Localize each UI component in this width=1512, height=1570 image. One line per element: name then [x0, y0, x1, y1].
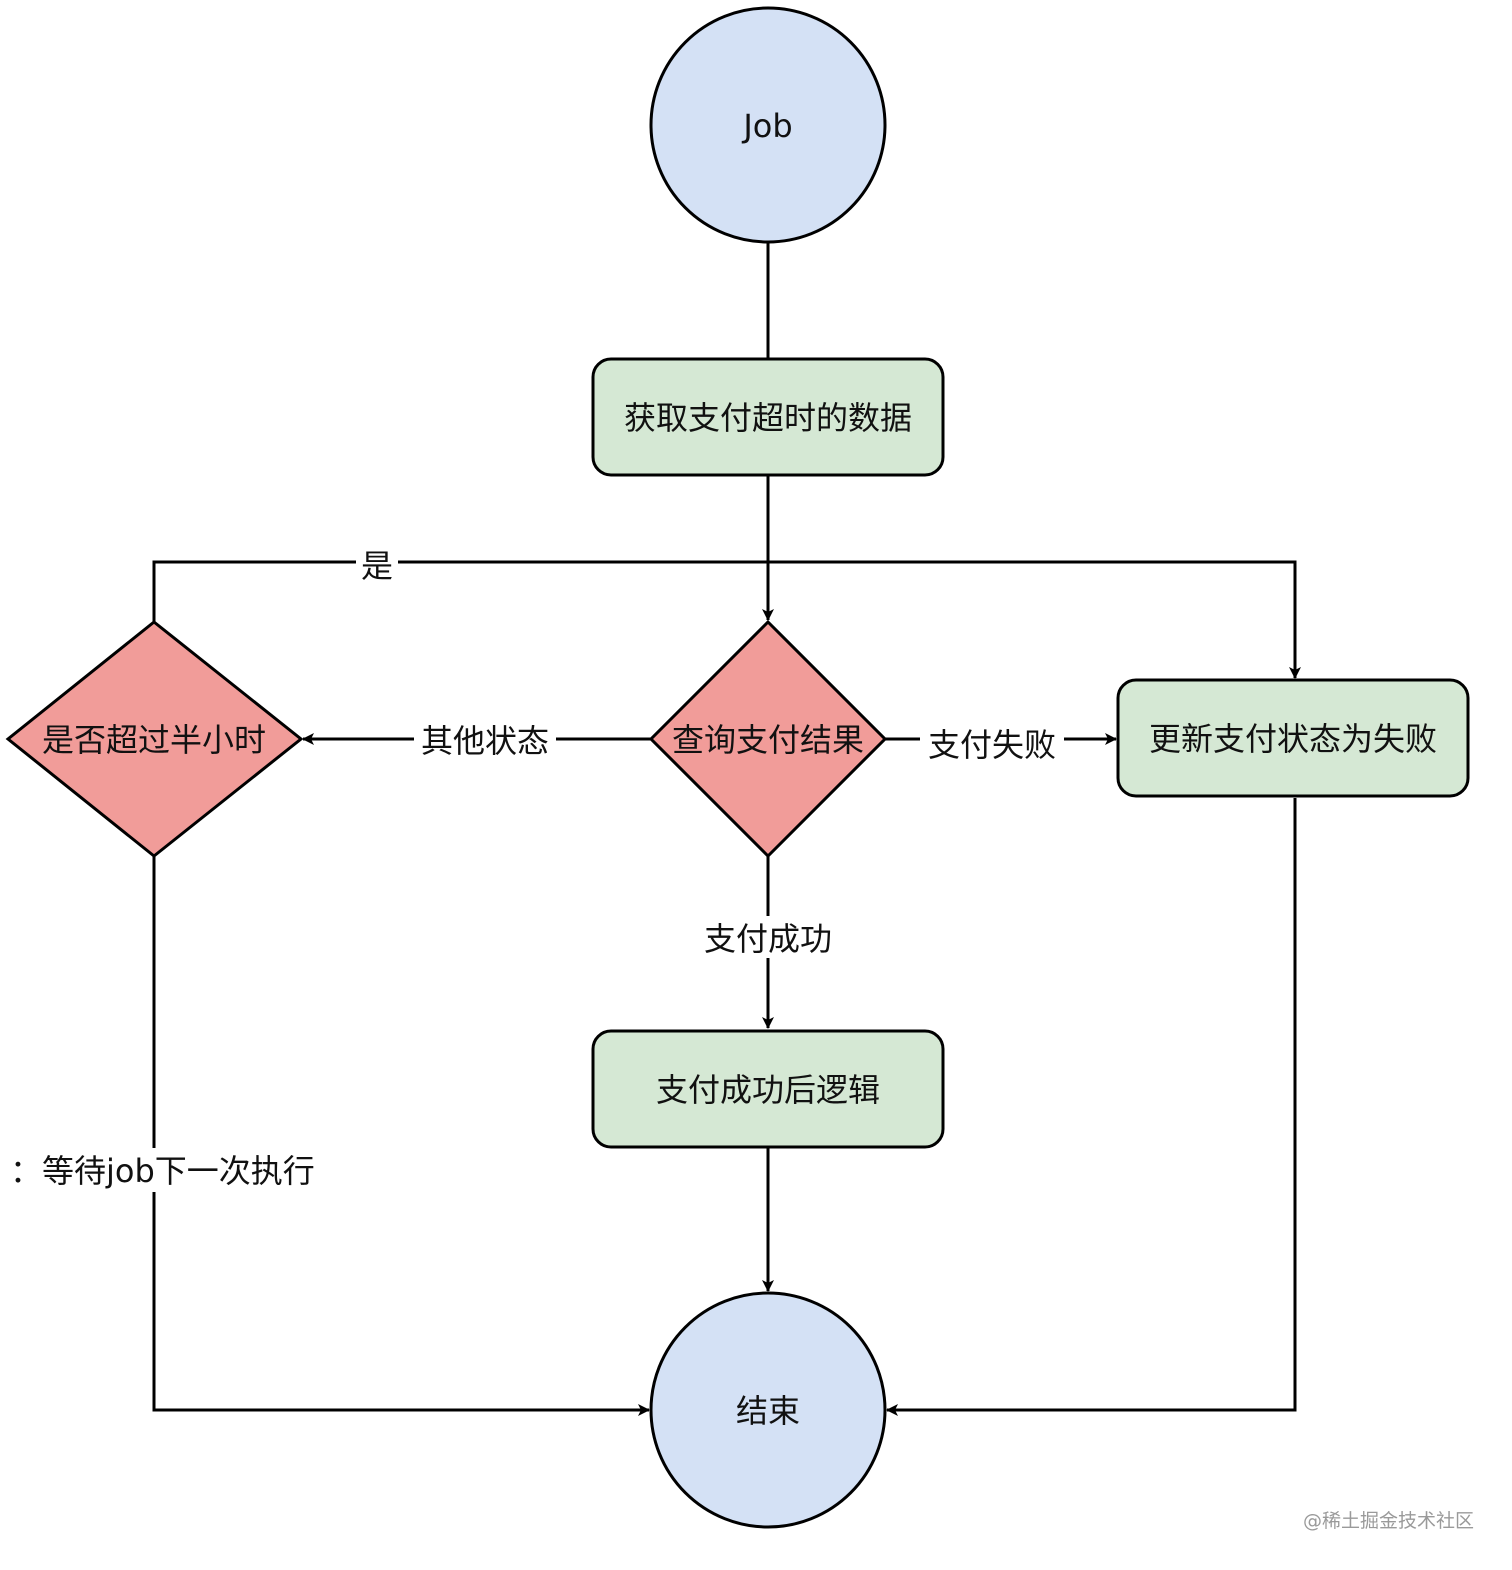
edge-label-pay-failed: 支付失败 [928, 726, 1056, 764]
node-check-timeout: 是否超过半小时 [5, 620, 304, 858]
node-query: 查询支付结果 [648, 619, 888, 859]
node-success-logic-label: 支付成功后逻辑 [656, 1071, 880, 1109]
edge-timeout-yes-to-update [152, 560, 1301, 679]
edge-label-pay-success: 支付成功 [704, 920, 832, 958]
edge-update-to-end [886, 798, 1297, 1416]
node-start: Job [649, 6, 887, 244]
node-check-timeout-label: 是否超过半小时 [42, 721, 266, 759]
node-query-label: 查询支付结果 [672, 721, 864, 759]
watermark: @稀土掘金技术社区 [1303, 1510, 1474, 1532]
node-end-label: 结束 [736, 1392, 800, 1430]
edge-labels: 是 其他状态 支付失败 支付成功 ：等待job下一次执行 [6, 546, 1064, 1192]
edge-label-yes: 是 [361, 547, 393, 585]
edge-timeout-to-end [152, 856, 650, 1416]
edge-label-wait-next: ：等待job下一次执行 [10, 1152, 315, 1190]
node-fetch-label: 获取支付超时的数据 [624, 399, 912, 437]
node-fetch: 获取支付超时的数据 [591, 357, 945, 477]
node-success-logic: 支付成功后逻辑 [591, 1029, 945, 1149]
node-update-failed: 更新支付状态为失败 [1116, 678, 1470, 798]
node-update-failed-label: 更新支付状态为失败 [1149, 720, 1437, 758]
node-end: 结束 [649, 1291, 887, 1529]
node-start-label: Job [741, 107, 792, 145]
edge-label-other-status: 其他状态 [421, 722, 549, 760]
